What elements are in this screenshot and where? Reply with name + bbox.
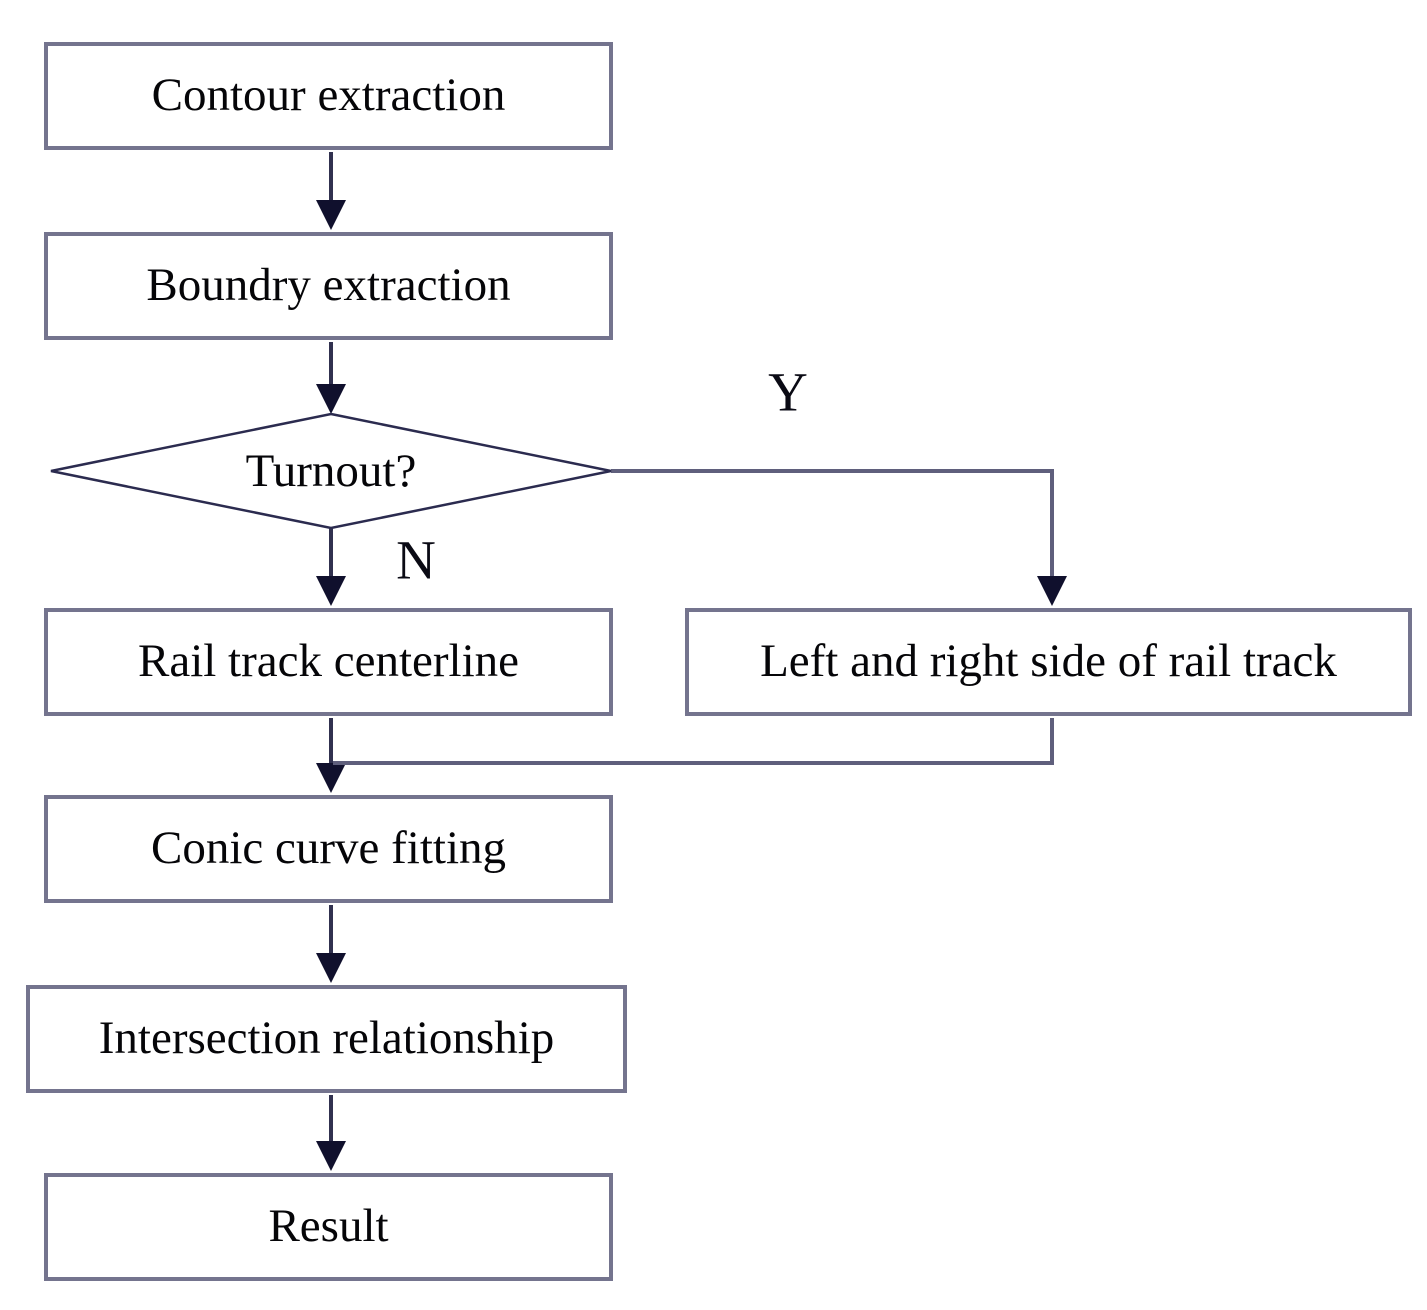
edge-intersection-to-result xyxy=(316,1095,346,1171)
edge-turnout-to-leftright xyxy=(611,469,1067,606)
node-result-label: Result xyxy=(268,1200,389,1253)
edge-contour-to-boundry xyxy=(316,152,346,230)
node-contour-extraction-label: Contour extraction xyxy=(151,69,506,122)
node-contour-extraction: Contour extraction xyxy=(44,42,613,150)
node-conic-curve-fitting: Conic curve fitting xyxy=(44,795,613,903)
node-rail-track-centerline-label: Rail track centerline xyxy=(137,635,520,688)
edge-turnout-to-centerline xyxy=(316,528,346,606)
branch-label-no: N xyxy=(396,529,436,591)
node-boundry-extraction: Boundry extraction xyxy=(44,232,613,340)
node-result: Result xyxy=(44,1173,613,1281)
edge-conic-to-intersection xyxy=(316,905,346,983)
node-turnout-decision-label: Turnout? xyxy=(245,445,417,497)
node-rail-track-centerline: Rail track centerline xyxy=(44,608,613,716)
edge-leftright-to-conic xyxy=(333,718,1054,765)
edge-centerline-to-conic xyxy=(316,718,346,793)
node-intersection-relationship-label: Intersection relationship xyxy=(98,1012,555,1065)
edge-boundry-to-turnout xyxy=(316,342,346,414)
node-boundry-extraction-label: Boundry extraction xyxy=(146,259,511,312)
node-left-right-side: Left and right side of rail track xyxy=(685,608,1412,716)
branch-label-yes: Y xyxy=(768,361,808,423)
node-intersection-relationship: Intersection relationship xyxy=(26,985,627,1093)
decision-diamond-shape xyxy=(50,412,612,530)
node-left-right-side-label: Left and right side of rail track xyxy=(760,635,1337,688)
node-conic-curve-fitting-label: Conic curve fitting xyxy=(150,822,507,875)
